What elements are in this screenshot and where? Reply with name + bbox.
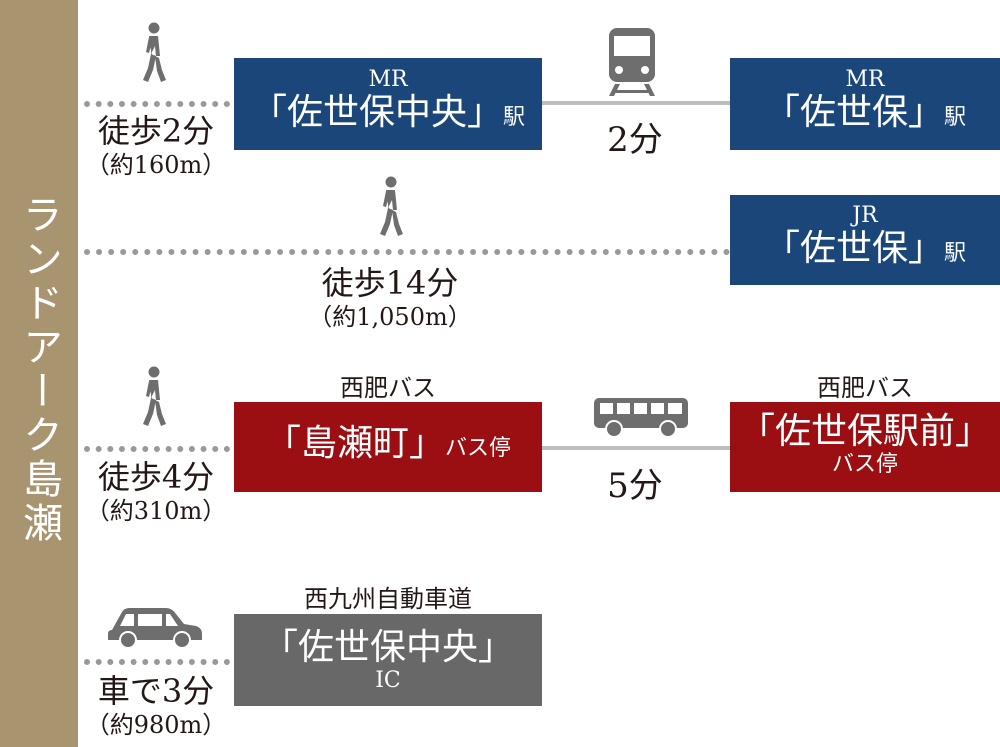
station-name: 「佐世保中央」 bbox=[250, 92, 503, 133]
walk-time: 徒歩2分 bbox=[97, 112, 215, 150]
walk-dotted-line bbox=[84, 446, 230, 452]
sidebar: ランドアーク島瀬 bbox=[0, 0, 78, 747]
train-icon bbox=[609, 28, 655, 96]
station-suffix: 駅 bbox=[944, 105, 967, 130]
line-name: JR bbox=[852, 203, 878, 228]
walk-dotted-line bbox=[84, 249, 730, 255]
ic-name: 「佐世保中央」 bbox=[261, 627, 514, 668]
drive-dotted-line bbox=[84, 659, 230, 665]
station-suffix: 駅 bbox=[944, 241, 967, 266]
bus-stop-name: 「佐世保駅前」 bbox=[738, 411, 991, 452]
station-name: 「佐世保」 bbox=[763, 92, 944, 133]
walk-dotted-line bbox=[84, 101, 230, 107]
car-icon bbox=[108, 608, 202, 649]
bus-stop-box-sasebo-ekimae: 「佐世保駅前」 バス停 bbox=[730, 402, 1000, 492]
walk-time: 徒歩4分 bbox=[97, 458, 215, 496]
drive-distance: （約980m） bbox=[85, 711, 227, 739]
walk-label-mr: 徒歩2分 （約160m） bbox=[82, 112, 230, 180]
bus-stop-box-shimasecho: 「島瀬町」バス停 bbox=[234, 402, 542, 492]
drive-time: 車で3分 bbox=[97, 672, 215, 710]
line-name: MR bbox=[845, 67, 885, 92]
connector-line bbox=[542, 446, 730, 450]
walking-person-icon bbox=[143, 22, 166, 82]
ride-time-train: 2分 bbox=[607, 120, 663, 160]
walking-person-icon bbox=[143, 366, 166, 426]
walk-time: 徒歩14分 bbox=[321, 264, 459, 302]
bus-icon bbox=[594, 398, 688, 438]
bus-company-label: 西肥バス bbox=[817, 374, 913, 402]
walk-label-bus: 徒歩4分 （約310m） bbox=[82, 458, 230, 526]
walking-person-icon bbox=[380, 176, 403, 236]
bus-stop-suffix: バス停 bbox=[831, 452, 898, 477]
connector-line bbox=[542, 101, 730, 105]
bus-stop-suffix: バス停 bbox=[445, 436, 512, 461]
line-name: MR bbox=[368, 67, 408, 92]
station-box-mr-sasebo-chuo: MR 「佐世保中央」駅 bbox=[234, 58, 542, 150]
station-suffix: 駅 bbox=[503, 105, 526, 130]
walk-distance: （約310m） bbox=[85, 497, 227, 525]
expressway-label: 西九州自動車道 bbox=[304, 585, 472, 613]
ic-suffix: IC bbox=[375, 668, 401, 693]
ride-time-bus: 5分 bbox=[607, 466, 663, 506]
drive-label: 車で3分 （約980m） bbox=[82, 672, 230, 740]
walk-label-jr: 徒歩14分 （約1,050m） bbox=[300, 264, 480, 332]
property-name: ランドアーク島瀬 bbox=[16, 194, 62, 546]
bus-stop-name: 「島瀬町」 bbox=[264, 423, 445, 464]
walk-distance: （約1,050m） bbox=[308, 303, 472, 331]
station-box-mr-sasebo: MR 「佐世保」駅 bbox=[730, 58, 1000, 150]
station-box-jr-sasebo: JR 「佐世保」駅 bbox=[730, 195, 1000, 285]
bus-company-label: 西肥バス bbox=[340, 374, 436, 402]
ic-box-sasebo-chuo: 「佐世保中央」 IC bbox=[234, 614, 542, 706]
walk-distance: （約160m） bbox=[85, 151, 227, 179]
station-name: 「佐世保」 bbox=[763, 228, 944, 269]
